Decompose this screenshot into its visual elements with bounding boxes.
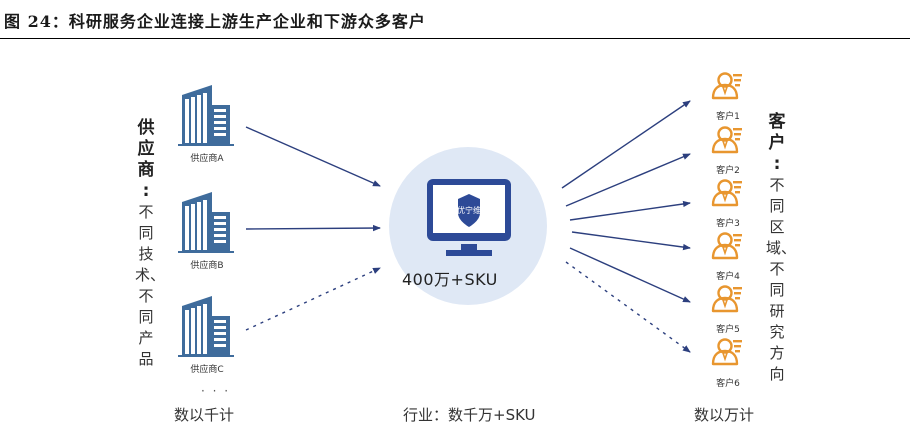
brand-label: 优宁维 xyxy=(457,205,481,215)
customer-side-label: 客户 : 不同区域、不同研究方向 xyxy=(766,112,797,385)
monitor-icon xyxy=(427,179,511,256)
customer-arrow xyxy=(561,100,691,189)
customer-arrow xyxy=(569,247,691,303)
supplier-count: 数以千计 xyxy=(174,406,235,424)
building-icon xyxy=(178,85,234,146)
supplier-side-colon: : xyxy=(142,181,150,201)
customer-icon xyxy=(711,285,744,313)
customer-arrow-dotted xyxy=(565,261,691,353)
customer-side-colon: : xyxy=(773,154,781,174)
customer-icon xyxy=(711,338,744,366)
supplier-side-label: 供应商 : 不同技术、不同产品 xyxy=(135,118,166,370)
customer-arrow xyxy=(571,231,691,251)
supplier-label: 供应商C xyxy=(190,363,223,375)
building-icon xyxy=(178,296,234,357)
customer-arrow xyxy=(565,153,691,207)
customer-arrow xyxy=(569,200,691,221)
customer-icon xyxy=(711,232,744,260)
supplier-arrow xyxy=(245,126,381,187)
customer-count: 数以万计 xyxy=(694,406,755,424)
title-divider xyxy=(0,38,910,39)
customer-icon xyxy=(711,72,744,100)
supplier-arrow xyxy=(245,224,381,232)
supplier-more-ellipsis: · · · xyxy=(201,384,231,398)
customer-label: 客户5 xyxy=(716,323,740,335)
supplier-side-desc: 不同技术、不同产品 xyxy=(135,203,166,368)
customer-icon xyxy=(711,126,744,154)
customer-side-title: 客户 xyxy=(768,112,786,153)
customer-side-desc: 不同区域、不同研究方向 xyxy=(766,176,797,383)
customer-label: 客户3 xyxy=(716,217,740,229)
customer-label: 客户1 xyxy=(716,110,740,122)
supplier-label: 供应商A xyxy=(190,152,224,164)
supplier-arrow-dotted xyxy=(245,267,381,331)
supplier-label: 供应商B xyxy=(190,259,223,271)
customer-icon xyxy=(711,179,744,207)
industry-sku-count: 行业：数千万+SKU xyxy=(403,406,536,424)
figure-title: 图 24：科研服务企业连接上游生产企业和下游众多客户 xyxy=(4,12,426,31)
customer-label: 客户2 xyxy=(716,164,740,176)
customer-label: 客户4 xyxy=(716,270,740,282)
sku-count: 400万+SKU xyxy=(402,270,498,289)
supplier-side-title: 供应商 xyxy=(137,118,155,180)
customer-label: 客户6 xyxy=(716,377,740,389)
building-icon xyxy=(178,192,234,253)
